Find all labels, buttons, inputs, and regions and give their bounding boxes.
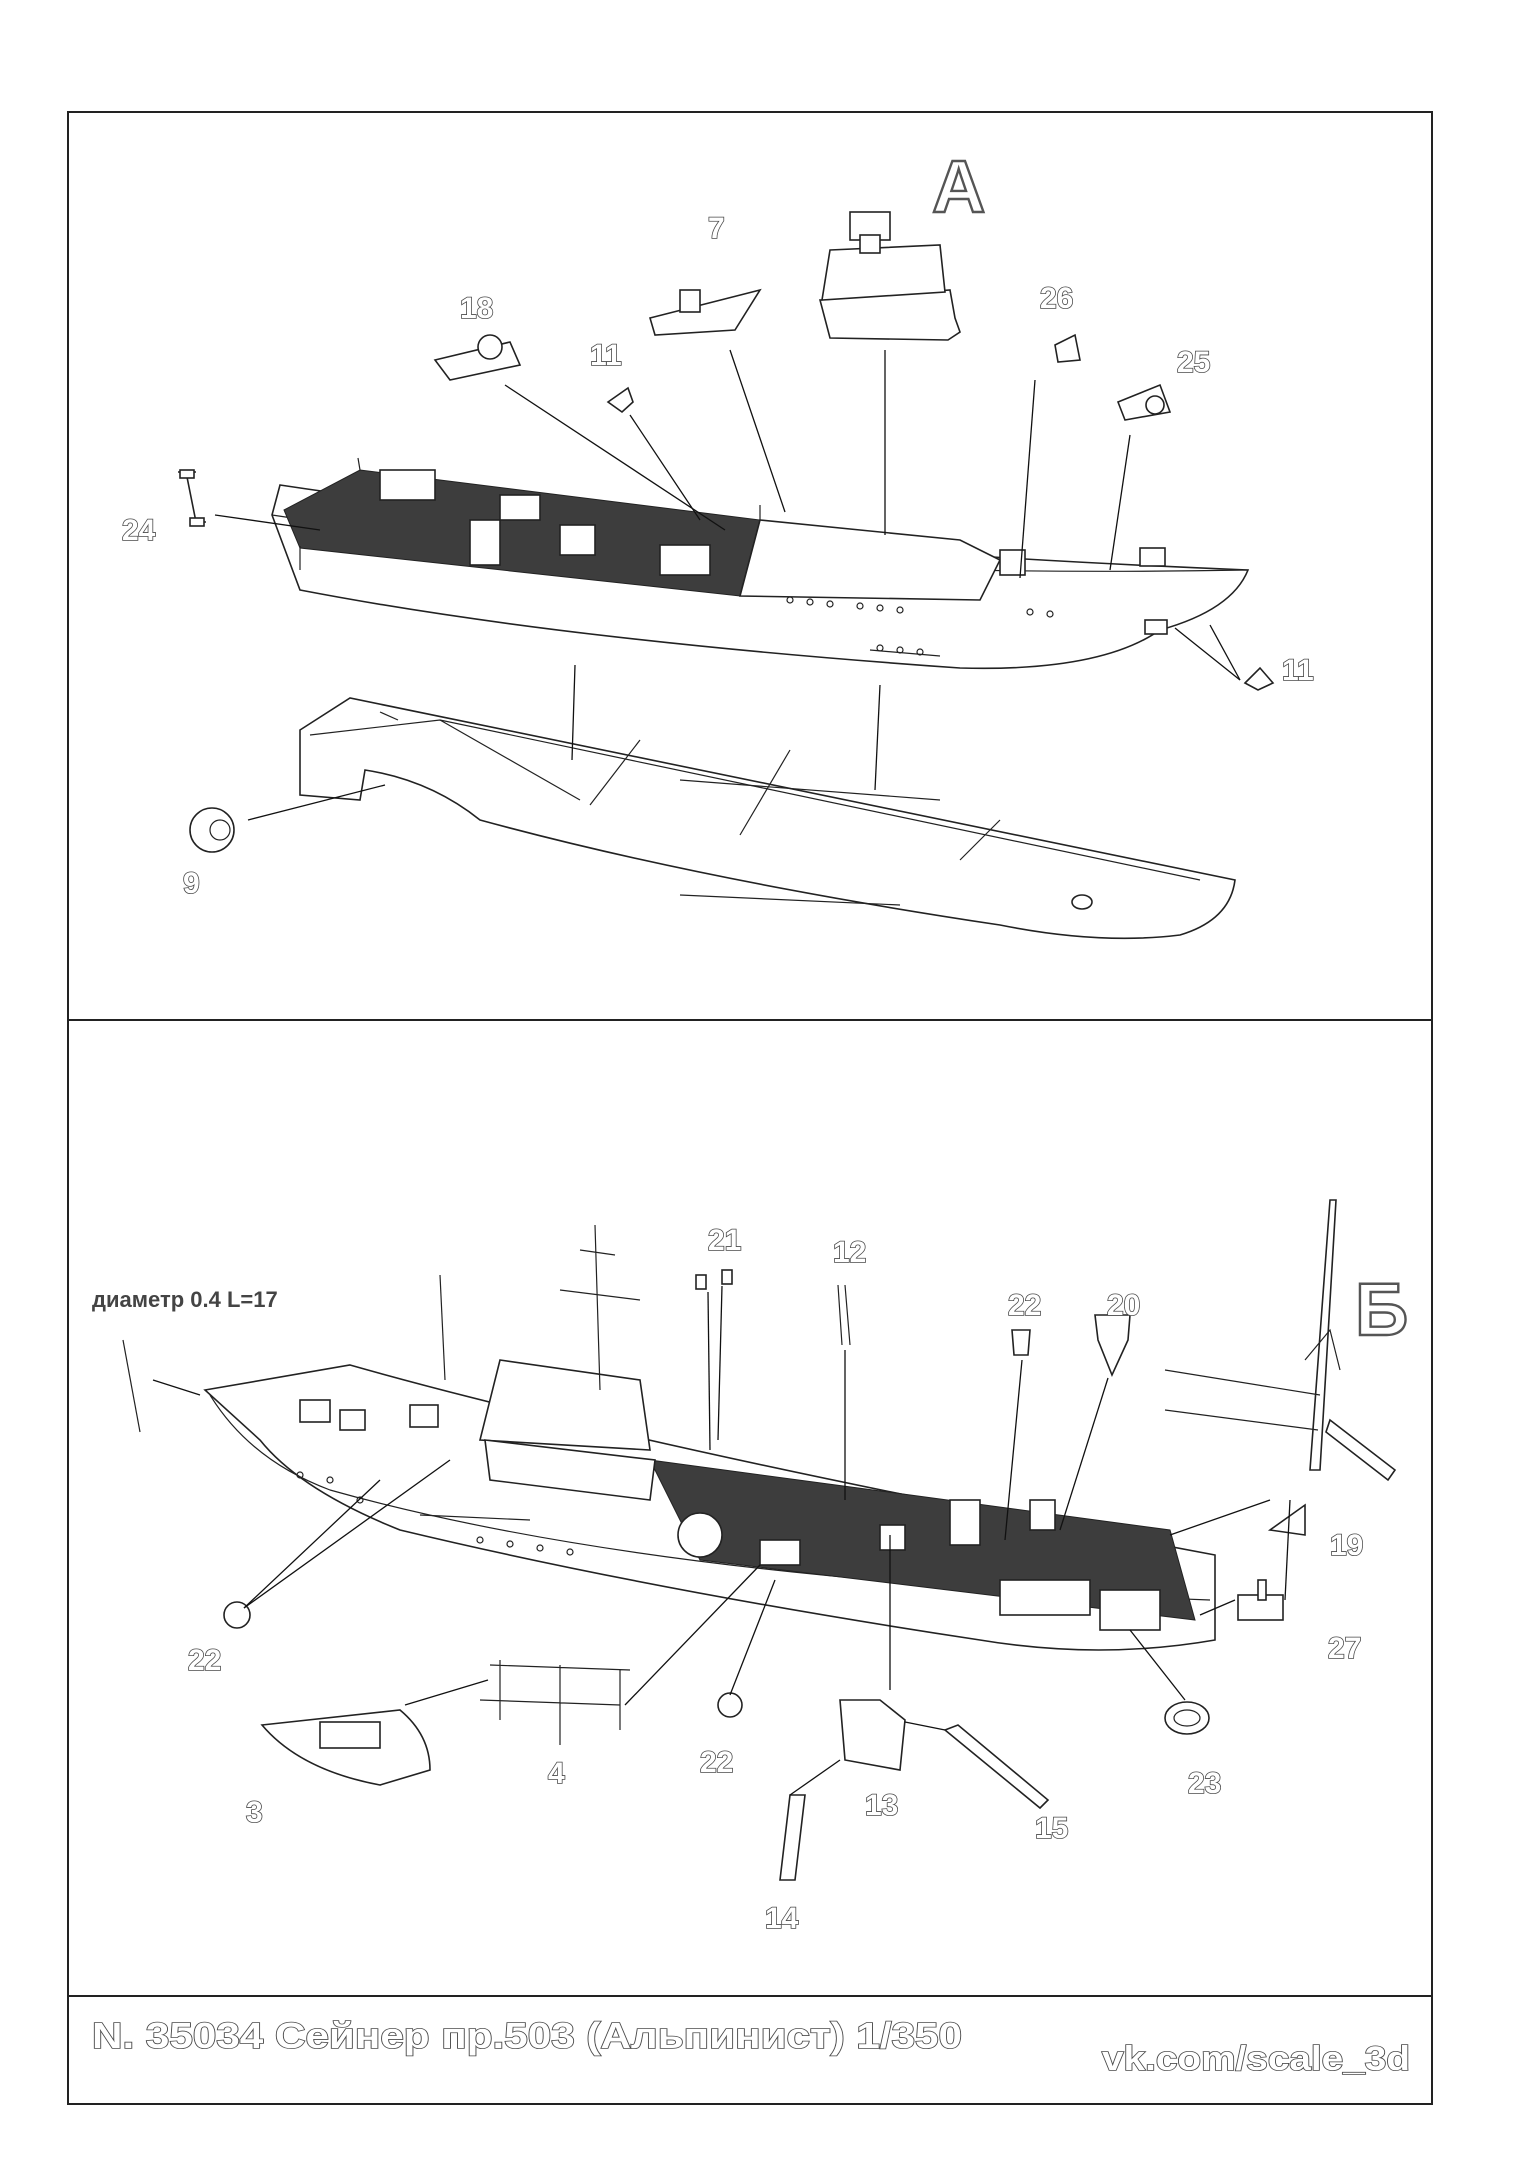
part-27-drawing: [1237, 1579, 1284, 1621]
panel-b: Б диаметр 0.4 L=17: [92, 1199, 1409, 1936]
page-frame: [67, 111, 1433, 2105]
footer-title: N. 35034 Сейнер пр.503 (Альпинист) 1/350: [92, 2015, 962, 2056]
callout-23: 23: [1188, 1767, 1221, 1800]
part-11-right-drawing: [1243, 666, 1275, 691]
part-11-top-drawing: [606, 386, 634, 414]
callout-11-top: 11: [590, 339, 622, 372]
panel-a: А: [121, 144, 1315, 940]
callout-13: 13: [865, 1789, 898, 1822]
callout-4: 4: [548, 1757, 565, 1790]
part-22-top-drawing: [1011, 1329, 1031, 1356]
dimension-note: диаметр 0.4 L=17: [92, 1287, 278, 1312]
callout-15: 15: [1035, 1812, 1068, 1845]
part-21-drawing: [695, 1269, 733, 1290]
part-14-drawing: [779, 1794, 806, 1881]
part-15-drawing: [943, 1724, 1050, 1810]
part-22-mid-drawing: [717, 1692, 743, 1718]
part-dimension-rod: [122, 1339, 141, 1433]
mast-assembly: [1164, 1199, 1397, 1482]
callout-12: 12: [833, 1236, 866, 1269]
part-7-drawing: [648, 288, 762, 336]
part-13-drawing: [839, 1699, 906, 1771]
callout-3: 3: [246, 1796, 263, 1829]
part-4-drawing: [479, 1660, 631, 1745]
callout-22-top: 22: [1008, 1289, 1041, 1322]
callout-7: 7: [708, 212, 725, 245]
callout-24: 24: [122, 514, 156, 547]
callout-19: 19: [1330, 1529, 1363, 1562]
footer-site: vk.com/scale_3d: [1102, 2040, 1410, 2078]
panel-a-leaders: [214, 349, 1241, 821]
part-20-drawing: [1094, 1314, 1131, 1378]
part-22-left-drawing: [223, 1601, 251, 1629]
panel-b-letter: Б: [1355, 1268, 1408, 1351]
part-a-superstructure: [818, 211, 961, 341]
callout-21: 21: [708, 1224, 741, 1257]
part-23-drawing: [1164, 1701, 1210, 1735]
callout-22-mid: 22: [700, 1746, 733, 1779]
callout-26: 26: [1040, 282, 1073, 315]
callout-27: 27: [1328, 1632, 1361, 1665]
callout-11-right: 11: [1282, 654, 1314, 687]
part-26-drawing: [1054, 333, 1081, 363]
callout-14: 14: [765, 1902, 799, 1935]
part-19-drawing: [1267, 1503, 1306, 1536]
callout-9: 9: [183, 867, 200, 900]
lower-hull: [299, 697, 1236, 940]
part-24-drawing: [178, 469, 206, 527]
callout-22-left: 22: [188, 1644, 221, 1677]
panel-b-leaders: [152, 1285, 1291, 1796]
part-9-drawing: [189, 807, 235, 853]
part-12-drawing: [837, 1284, 851, 1346]
part-18-drawing: [433, 334, 522, 381]
callout-25: 25: [1177, 346, 1210, 379]
part-3-drawing: [260, 1709, 431, 1786]
part-25-drawing: [1116, 383, 1172, 421]
footer: N. 35034 Сейнер пр.503 (Альпинист) 1/350…: [91, 2014, 1411, 2079]
callout-18: 18: [460, 292, 493, 325]
panel-a-letter: А: [932, 145, 985, 228]
assembled-ship: [203, 1224, 1216, 1651]
callout-20: 20: [1107, 1289, 1140, 1322]
upper-hull: [271, 457, 1250, 670]
